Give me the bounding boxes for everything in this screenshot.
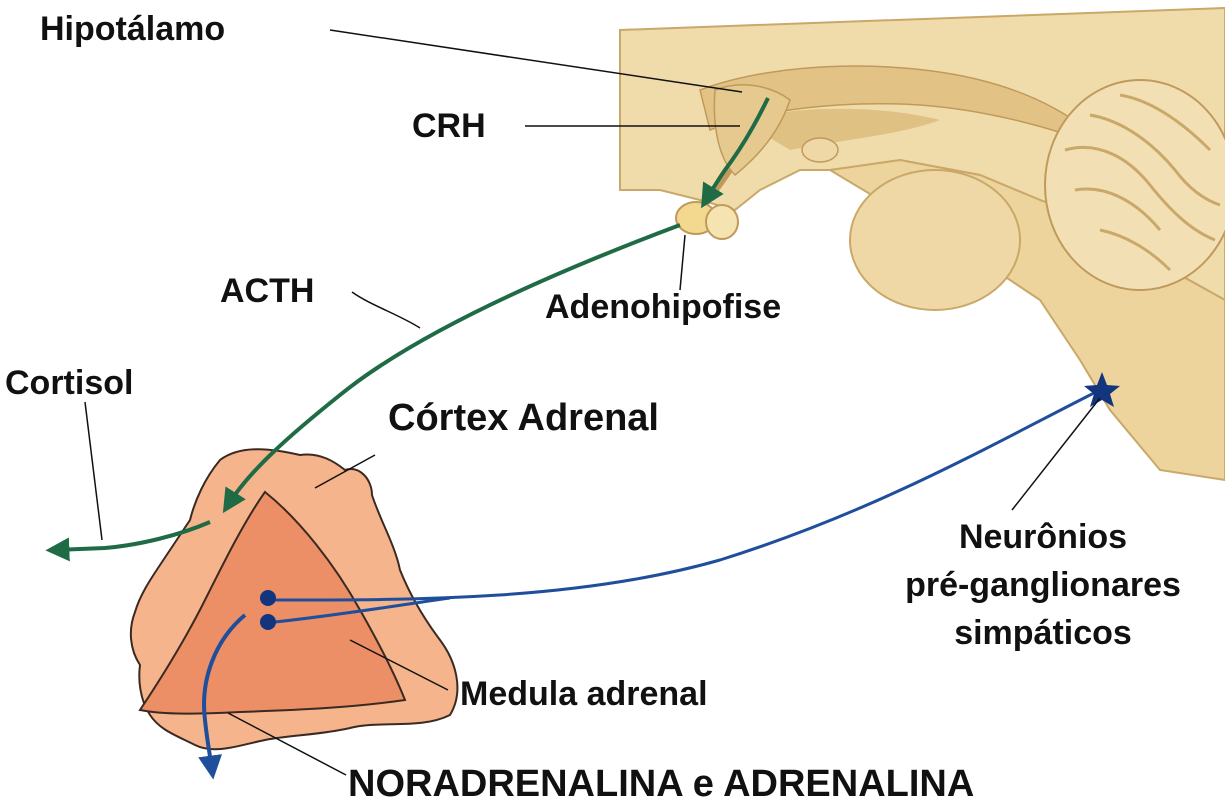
label-adenohipofise: Adenohipofise [545,288,781,326]
pons [850,170,1020,310]
label-cortex-adrenal: Córtex Adrenal [388,397,659,439]
label-catecholamines: NORADRENALINA e ADRENALINA [348,763,974,805]
optic-chiasm [802,138,838,162]
label-hipotalamo: Hipotálamo [40,10,225,48]
brain-illustration [620,8,1225,480]
label-crh: CRH [412,107,486,145]
leader-adenohipofise [680,235,685,290]
cerebellum [1045,80,1225,290]
neuron-terminal-1 [260,590,276,606]
neuron-terminal-2 [260,614,276,630]
label-neuronios-line3: simpáticos [954,614,1132,652]
label-acth: ACTH [220,272,314,310]
label-cortisol: Cortisol [5,364,133,402]
label-medula-adrenal: Medula adrenal [460,675,708,713]
leader-cortisol [85,402,102,540]
label-neuronios-line1: Neurônios [959,518,1127,556]
label-neuronios-line2: pré-ganglionares [905,566,1181,604]
leader-neuronios [1012,398,1100,510]
leader-acth [352,292,420,328]
neurohypophysis [706,205,738,239]
